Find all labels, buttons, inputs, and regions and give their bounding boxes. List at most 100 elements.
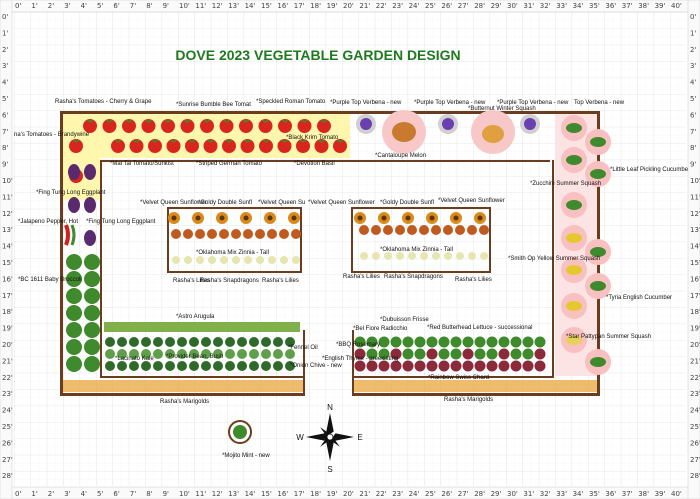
ruler-tick-label: 33' (556, 490, 567, 498)
label-tom-sunrise: *Sunrise Bumble Bee Tomat (176, 102, 251, 108)
ruler-tick-label: 28' (690, 472, 700, 480)
label-tom-brandywine: na's Tomatoes - Brandywine (14, 132, 90, 138)
kale-icon (141, 361, 151, 371)
compass-w: W (296, 433, 304, 442)
kale-icon (141, 349, 151, 359)
ruler-tick-label: 2' (48, 490, 54, 498)
zinnia-icon (395, 225, 405, 235)
ruler-tick-label: 7' (130, 490, 136, 498)
ruler-tick-label: 36' (605, 2, 616, 10)
squash-icon (590, 281, 606, 291)
ruler-tick-label: 6' (2, 111, 8, 119)
tomato-icon (129, 139, 144, 153)
ruler-tick-label: 40' (671, 2, 682, 10)
kale-icon (249, 349, 259, 359)
ruler-tick-label: 19' (327, 490, 338, 498)
ruler-tick-label: 11' (195, 2, 206, 10)
ruler-tick-label: 5' (97, 2, 103, 10)
ruler-tick-label: 9' (2, 161, 8, 169)
lettuce-icon (438, 348, 450, 360)
ruler-tick-label: 16' (277, 2, 288, 10)
kale-icon (261, 361, 271, 371)
snapdragon-icon (292, 256, 300, 264)
kale-icon (153, 349, 163, 359)
right-ruler-ticks: 0'1'2'3'4'5'6'7'8'9'10'11'12'13'14'15'16… (690, 13, 700, 480)
ruler-tick-label: 31' (523, 2, 534, 10)
ruler-tick-label: 13' (690, 226, 700, 234)
zinnia-icon (291, 229, 301, 239)
kale-icon (237, 349, 247, 359)
ruler-tick-label: 28' (2, 472, 13, 480)
label-zinnia-2: *Oklahoma Mix Zinnia - Tall (380, 247, 453, 253)
ruler-tick-label: 8' (690, 144, 696, 152)
ruler-tick-label: 23' (2, 390, 13, 398)
kale-icon (129, 349, 139, 359)
ruler-tick-label: 6' (113, 490, 119, 498)
ruler-tick-label: 34' (573, 490, 584, 498)
ruler-tick-label: 33' (556, 2, 567, 10)
page-title: DOVE 2023 VEGETABLE GARDEN DESIGN (175, 47, 460, 63)
ruler-tick-label: 15' (690, 259, 700, 267)
ruler-tick-label: 9' (690, 161, 696, 169)
ruler-tick-label: 3' (2, 62, 8, 70)
lettuce-icon (438, 360, 450, 372)
zinnia-icon (407, 225, 417, 235)
tomato-icon (317, 119, 331, 133)
zinnia-icon (359, 225, 369, 235)
label-fing-1: *Fing Tung Long Eggplant (36, 190, 106, 196)
ruler-tick-label: 16' (2, 275, 13, 283)
tomato-icon (203, 139, 218, 153)
tomato-icon (278, 119, 292, 133)
center-bed-left[interactable] (167, 207, 302, 273)
label-red-butterhead: *Red Butterhead Lettuce - successional (427, 325, 532, 331)
lettuce-icon (510, 336, 522, 348)
ruler-tick-label: 29' (491, 490, 502, 498)
tomato-icon (102, 119, 117, 133)
label-verbena-1: *Purple Top Verbena - new (330, 100, 402, 106)
ruler-tick-label: 24' (409, 2, 420, 10)
label-fing-2: *Fing Tung Long Eggplant (86, 219, 156, 225)
right-ruler (687, 0, 700, 499)
ruler-tick-label: 23' (392, 490, 403, 498)
tomato-stem (301, 119, 308, 123)
snapdragon-icon (268, 256, 276, 264)
arugula-row (104, 322, 300, 332)
ruler-tick-label: 7' (2, 128, 8, 136)
ruler-tick-label: 14' (245, 490, 256, 498)
ruler-tick-label: 12' (212, 490, 223, 498)
kale-icon (141, 337, 151, 347)
sunflower-center (171, 215, 177, 221)
snapdragon-icon (444, 252, 452, 260)
lettuce-icon (510, 360, 522, 372)
tomato-icon (222, 139, 236, 153)
lettuce-icon (414, 348, 426, 360)
tomato-icon (258, 119, 273, 133)
ruler-tick-label: 26' (441, 2, 452, 10)
label-snap-2: Rasha's Snapdragons (384, 274, 443, 280)
ruler-tick-label: 23' (392, 2, 403, 10)
tomato-stem (225, 139, 233, 143)
ruler-tick-label: 27' (458, 490, 469, 498)
ruler-tick-label: 27' (2, 456, 13, 464)
tomato-icon (122, 119, 136, 133)
mint-plant (233, 425, 247, 439)
lettuce-icon (390, 360, 402, 372)
kale-icon (225, 349, 235, 359)
ruler-tick-label: 6' (690, 111, 696, 119)
kale-icon (129, 361, 139, 371)
marigold-strip-right (354, 380, 597, 392)
ruler-tick-label: 36' (605, 490, 616, 498)
squash-icon (590, 247, 606, 257)
center-bed-right[interactable] (351, 207, 491, 273)
zinnia-icon (255, 229, 265, 239)
lettuce-icon (510, 348, 522, 360)
tomato-stem (72, 139, 80, 143)
tomato-icon (297, 119, 312, 133)
mint-pot[interactable] (228, 420, 252, 444)
label-tyria: *Tyria English Cucumber (606, 295, 672, 301)
lettuce-icon (462, 336, 474, 348)
label-star-patty: *Star Pattypan Summer Squash (566, 334, 651, 340)
label-provider: *Provider Bean, Bush (166, 354, 223, 360)
tomato-stem (281, 139, 288, 143)
